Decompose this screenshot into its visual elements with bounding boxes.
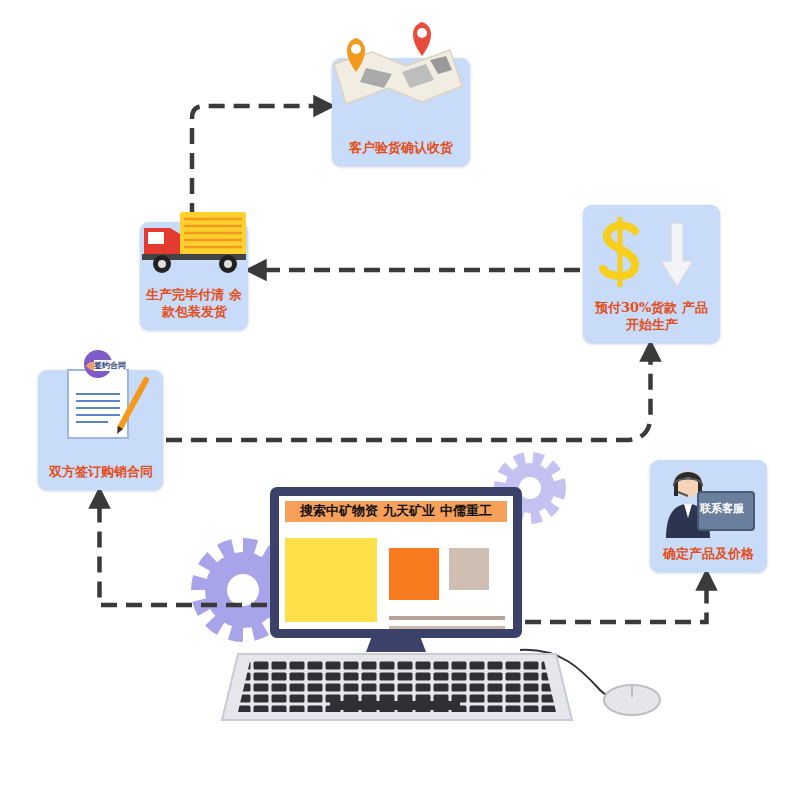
- flow-arrow: [166, 346, 651, 440]
- icon: [140, 212, 248, 278]
- flow-arrow: [525, 575, 707, 622]
- step-text: 双方签订购销合同: [49, 463, 153, 481]
- icon: [279, 532, 513, 638]
- monitor-stand: [366, 636, 426, 652]
- icon-label: 签约合同: [94, 360, 126, 371]
- process-box: 双方签订购销合同签约合同: [38, 370, 163, 490]
- flow-arrow: [251, 268, 580, 273]
- step-text: 客户验货确认收货: [349, 139, 453, 157]
- search-banner: 搜索中矿物资 九天矿业 中儒重工: [285, 501, 507, 522]
- monitor-screen: 搜索中矿物资 九天矿业 中儒重工: [270, 487, 522, 638]
- icon: [595, 215, 705, 295]
- process-box: 客户验货确认收货: [332, 58, 470, 166]
- process-box: 联系客服确定产品及价格: [650, 460, 767, 572]
- process-box: 预付30%货款 产品开始生产: [583, 205, 720, 343]
- flow-arrow: [100, 493, 268, 605]
- flow-arrow: [192, 106, 329, 219]
- step-text: 生产完毕付清 余款包装发货: [146, 286, 242, 321]
- step-text: 预付30%货款 产品开始生产: [589, 299, 714, 334]
- mouse: [604, 685, 660, 715]
- step-text: 确定产品及价格: [663, 545, 754, 563]
- icon: [326, 24, 466, 116]
- process-box: 生产完毕付清 余款包装发货: [140, 222, 248, 330]
- screen-label: 联系客服: [700, 501, 744, 516]
- keyboard: [222, 654, 572, 720]
